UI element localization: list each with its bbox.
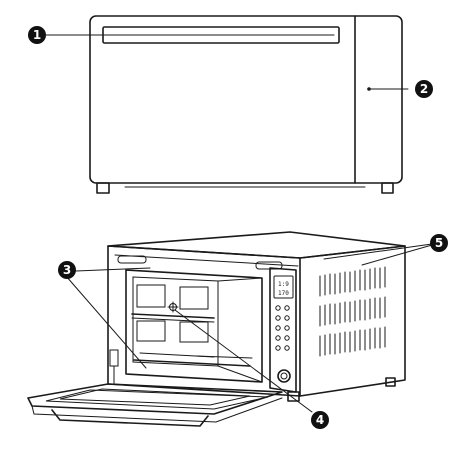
front-foot-left <box>96 182 110 194</box>
top-light-left <box>117 255 147 264</box>
front-foot-right <box>381 182 394 194</box>
callout-number-1: 1 <box>33 28 41 42</box>
leader-lines <box>45 34 440 413</box>
oven-side-panel <box>299 245 406 397</box>
control-panel-outline <box>269 267 297 393</box>
callout-badge-3 <box>58 261 76 279</box>
svg-text:170: 170 <box>278 290 289 297</box>
top-light-right <box>255 261 283 270</box>
callout-number-5: 5 <box>435 236 443 250</box>
lower-heating-element <box>133 359 251 367</box>
closed-oven <box>89 15 403 194</box>
door-glass <box>59 388 251 406</box>
control-buttons <box>275 305 290 351</box>
callout-number-3: 3 <box>63 263 71 277</box>
upper-heating-element <box>131 313 215 319</box>
door-handle-open <box>51 409 209 427</box>
oven-body <box>89 15 403 184</box>
callout-badge-1 <box>28 26 46 44</box>
callout-badge-4 <box>311 411 329 429</box>
callout-badge-2 <box>415 80 433 98</box>
open-oven: 1:9 170 <box>27 231 406 427</box>
vent-slots <box>319 266 386 357</box>
callout-number-4: 4 <box>316 413 324 427</box>
callout-number-2: 2 <box>420 82 428 96</box>
svg-text:1:9: 1:9 <box>278 281 289 288</box>
callout-badge-5 <box>430 234 448 252</box>
display-screen <box>273 275 294 299</box>
open-door <box>27 383 283 415</box>
control-knob <box>277 369 291 383</box>
callout-badges: 1 2 3 4 5 <box>28 26 448 429</box>
